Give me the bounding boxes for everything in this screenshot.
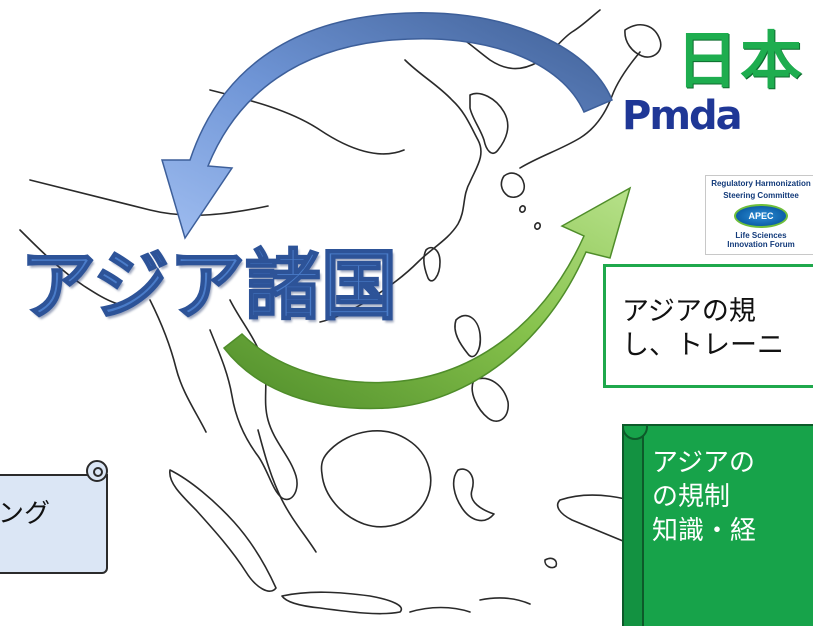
- borneo: [320, 430, 432, 528]
- arrow-top-blue: [160, 12, 613, 240]
- mainland-coast-2: [319, 59, 482, 323]
- green-scroll-line3: 知識・経: [652, 516, 757, 546]
- apec-top-line2: Steering Committee: [723, 191, 799, 200]
- blue-scroll-callout: ング: [0, 474, 108, 574]
- india-coast: [19, 229, 143, 306]
- scroll-curl-icon: [86, 460, 108, 482]
- pmda-logo: Pmda: [622, 93, 743, 139]
- japan-label: 日本: [676, 24, 805, 97]
- himalaya-border: [29, 179, 269, 217]
- korea-peninsula: [469, 92, 509, 155]
- green-scroll-line1: アジアの: [652, 448, 755, 478]
- blue-scroll-line1: ング: [0, 499, 51, 529]
- apec-top-line1: Regulatory Harmonization: [711, 179, 811, 188]
- philippines-luzon: [454, 314, 482, 358]
- green-scroll-line2: の規制: [652, 482, 731, 512]
- apec-rhsc-logo: Regulatory Harmonization Steering Commit…: [705, 175, 813, 255]
- scroll-rod: [624, 426, 644, 626]
- japan-hokkaido: [624, 24, 662, 58]
- apec-oval: APEC: [734, 204, 788, 228]
- sumatra: [169, 469, 277, 592]
- pmda-logo-text: Pmda: [622, 93, 743, 139]
- small-island-2: [534, 222, 541, 230]
- training-textbox-line2: し、トレーニ: [622, 330, 784, 361]
- taiwan: [423, 246, 441, 282]
- asia-countries-label: アジア諸国: [19, 241, 398, 330]
- myanmar-coast: [149, 299, 207, 433]
- cycle-arrows: [160, 12, 632, 410]
- small-island-3: [544, 557, 558, 569]
- green-scroll-callout: アジアの の規制 知識・経: [622, 424, 813, 626]
- small-island-1: [519, 205, 526, 213]
- sulawesi: [452, 468, 495, 522]
- arrow-bottom-green: [222, 186, 632, 410]
- lesser-sunda: [409, 597, 531, 613]
- coastlines: [19, 9, 741, 615]
- training-textbox-line1: アジアの規: [622, 296, 756, 327]
- java: [281, 591, 403, 615]
- apec-bottom-line1: Life Sciences: [735, 231, 787, 240]
- malay-peninsula: [257, 429, 317, 553]
- japan-kyushu: [500, 172, 526, 199]
- training-textbox: アジアの規 し、トレーニ: [603, 264, 813, 388]
- japan-honshu: [519, 51, 641, 169]
- apec-bottom-line2: Innovation Forum: [727, 240, 795, 249]
- philippines-south: [471, 377, 509, 422]
